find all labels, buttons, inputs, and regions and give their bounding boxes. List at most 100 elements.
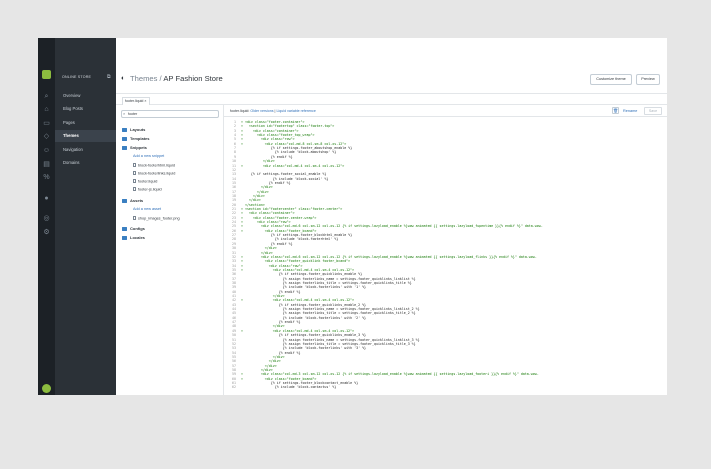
code-text: {% include 'block-footerlinks' with '2' …	[239, 315, 367, 320]
file-item[interactable]: shop_images_footer.png	[133, 216, 180, 221]
folder-icon	[122, 127, 127, 132]
code-line: 25 ▾ <div class="col-md-6 col-sm-12 col-…	[224, 224, 667, 228]
line-number: 58	[232, 367, 236, 372]
customers-icon[interactable]: ☺	[42, 147, 51, 154]
code-area[interactable]: 1 ▾ <div class="footer-container">2 ▾ <s…	[224, 118, 667, 395]
online-store-sidebar: ONLINE STORE ⧉ Overview Blog Posts Pages…	[55, 38, 116, 395]
nav-item-domains[interactable]: Domains	[63, 160, 80, 165]
code-line: 31 </div>	[224, 251, 667, 255]
code-line: 30 </div>	[224, 246, 667, 250]
code-text: {% include 'block-aboutshop' %}	[239, 150, 337, 155]
tab-label: footer.liquid	[125, 99, 144, 103]
nav-item-pages[interactable]: Pages	[63, 120, 75, 125]
code-line: 29 {% endif %}	[224, 242, 667, 246]
save-button[interactable]: Save	[644, 107, 662, 115]
account-avatar[interactable]	[42, 384, 51, 393]
code-line: 24 ▾ <div class="row">	[224, 220, 667, 224]
code-line: 8 {% include 'block-aboutshop' %}	[224, 150, 667, 154]
folder-templates[interactable]: Templates	[122, 136, 150, 141]
code-text: ▾ <div class="col-md-6 col-sm-12 col-xs-…	[239, 224, 543, 229]
code-line: 36 {% if settings.footer_quicklinks_enab…	[224, 272, 667, 276]
orders-icon[interactable]: ▭	[43, 120, 50, 127]
code-text: {% endif %}	[239, 289, 301, 294]
close-tab-icon[interactable]: ×	[144, 99, 147, 103]
code-text: </div>	[239, 367, 273, 372]
code-text: ▾ <div class="footer_bcand">	[239, 376, 317, 381]
line-number: 41	[232, 294, 236, 298]
line-number: 15	[232, 180, 236, 185]
code-text: ▾ <div class="col-md-4 col-sm-4 col-xs-1…	[239, 163, 345, 168]
folder-layouts[interactable]: Layouts	[122, 127, 145, 132]
code-line: 15 {% endif %}	[224, 181, 667, 185]
file-search-input[interactable]: ⌕footer	[121, 110, 219, 118]
code-line: 58 </div>	[224, 368, 667, 372]
code-text: {% assign footerlinks_name = settings.fo…	[239, 337, 420, 342]
nav-item-overview[interactable]: Overview	[63, 93, 81, 98]
code-line: 33 ▾ <div class="footer_quicklink footer…	[224, 259, 667, 263]
line-number: 53	[232, 346, 236, 351]
code-text: ▾ <div class="container">	[239, 128, 299, 133]
code-text: {% endif %}	[239, 320, 301, 325]
online-store-icon[interactable]: ●	[44, 195, 49, 202]
older-versions-link[interactable]: Older versions	[250, 109, 274, 113]
settings-icon[interactable]: ⚙	[43, 229, 50, 236]
file-item[interactable]: footer-js.liquid	[133, 187, 162, 192]
code-text: ▾ <div class="row">	[239, 137, 295, 142]
breadcrumb-themes[interactable]: Themes	[130, 74, 158, 83]
folder-snippets[interactable]: Snippets	[122, 145, 147, 150]
sales-channel-icon[interactable]: ◎	[43, 215, 50, 222]
code-text: {% if settings.footer_quicklinks_enable_…	[239, 333, 367, 338]
folder-assets[interactable]: Assets	[122, 198, 143, 203]
code-line: 49 ▾ <div class="col-md-4 col-sm-4 col-x…	[224, 329, 667, 333]
code-line: 17 </div>	[224, 190, 667, 194]
add-snippet-link[interactable]: Add a new snippet	[133, 154, 165, 158]
image-file-icon	[133, 216, 136, 220]
nav-item-themes[interactable]: Themes	[55, 130, 116, 142]
code-line: 23 ▾ <div class="footer-center-wrap">	[224, 216, 667, 220]
code-line: 48 </div>	[224, 324, 667, 328]
reports-icon[interactable]: ▤	[43, 161, 50, 168]
line-number: 32	[232, 254, 236, 259]
code-line: 56 </div>	[224, 359, 667, 363]
code-line: 55 </div>	[224, 355, 667, 359]
nav-item-blog-posts[interactable]: Blog Posts	[63, 106, 84, 111]
code-text: ▾ <section id="footercenter" class="foot…	[239, 207, 343, 211]
code-editor-panel: footer.liquid: Older versions | Liquid v…	[223, 105, 667, 395]
shopify-logo-icon[interactable]	[42, 70, 51, 79]
home-icon[interactable]: ⌂	[44, 106, 49, 113]
code-text: ▾ <div class="col-md-4 col-sm-4 col-xs-1…	[239, 298, 355, 303]
discounts-icon[interactable]: %	[43, 174, 50, 181]
folder-locales[interactable]: Locales	[122, 235, 145, 240]
search-icon[interactable]: ⌕	[44, 93, 49, 100]
line-number: 36	[232, 272, 236, 277]
preview-button[interactable]: Preview	[636, 74, 660, 85]
file-item[interactable]: block-footerhtml.liquid	[133, 163, 175, 168]
rename-button[interactable]: Rename	[623, 109, 638, 113]
editor-toolbar: footer.liquid: Older versions | Liquid v…	[224, 105, 667, 117]
editor-file-info: footer.liquid: Older versions | Liquid v…	[230, 109, 316, 113]
code-line: 51 {% assign footerlinks_name = settings…	[224, 338, 667, 342]
code-text: ▾ <div class="footer-center-wrap">	[239, 215, 317, 220]
code-line: 20 </section>	[224, 203, 667, 207]
code-line: 16 </div>	[224, 185, 667, 189]
editor-filename: footer.liquid:	[230, 109, 250, 113]
file-icon	[133, 179, 136, 183]
line-number: 21	[232, 207, 236, 211]
folder-configs[interactable]: Configs	[122, 226, 145, 231]
file-item[interactable]: block-footerlinks.liquid	[133, 171, 175, 176]
customize-theme-button[interactable]: Customize theme	[590, 74, 632, 85]
breadcrumb-separator: /	[157, 74, 164, 83]
line-number: 25	[232, 224, 236, 229]
delete-file-icon[interactable]: 🗑	[612, 107, 619, 114]
external-link-icon[interactable]: ⧉	[107, 74, 111, 80]
file-item[interactable]: footer.liquid	[133, 179, 157, 184]
code-line: 44 {% assign footerlinks_name = settings…	[224, 307, 667, 311]
products-icon[interactable]: ◇	[43, 133, 50, 140]
add-asset-link[interactable]: Add a new asset	[133, 207, 162, 211]
tab-footer-liquid[interactable]: footer.liquid ×	[122, 97, 150, 105]
code-text: {% if settings.footer_social_enable %}	[239, 172, 327, 177]
liquid-reference-link[interactable]: Liquid variable reference	[276, 109, 316, 113]
code-line: 54 {% endif %}	[224, 351, 667, 355]
folder-label: Configs	[130, 226, 145, 231]
nav-item-navigation[interactable]: Navigation	[63, 147, 83, 152]
